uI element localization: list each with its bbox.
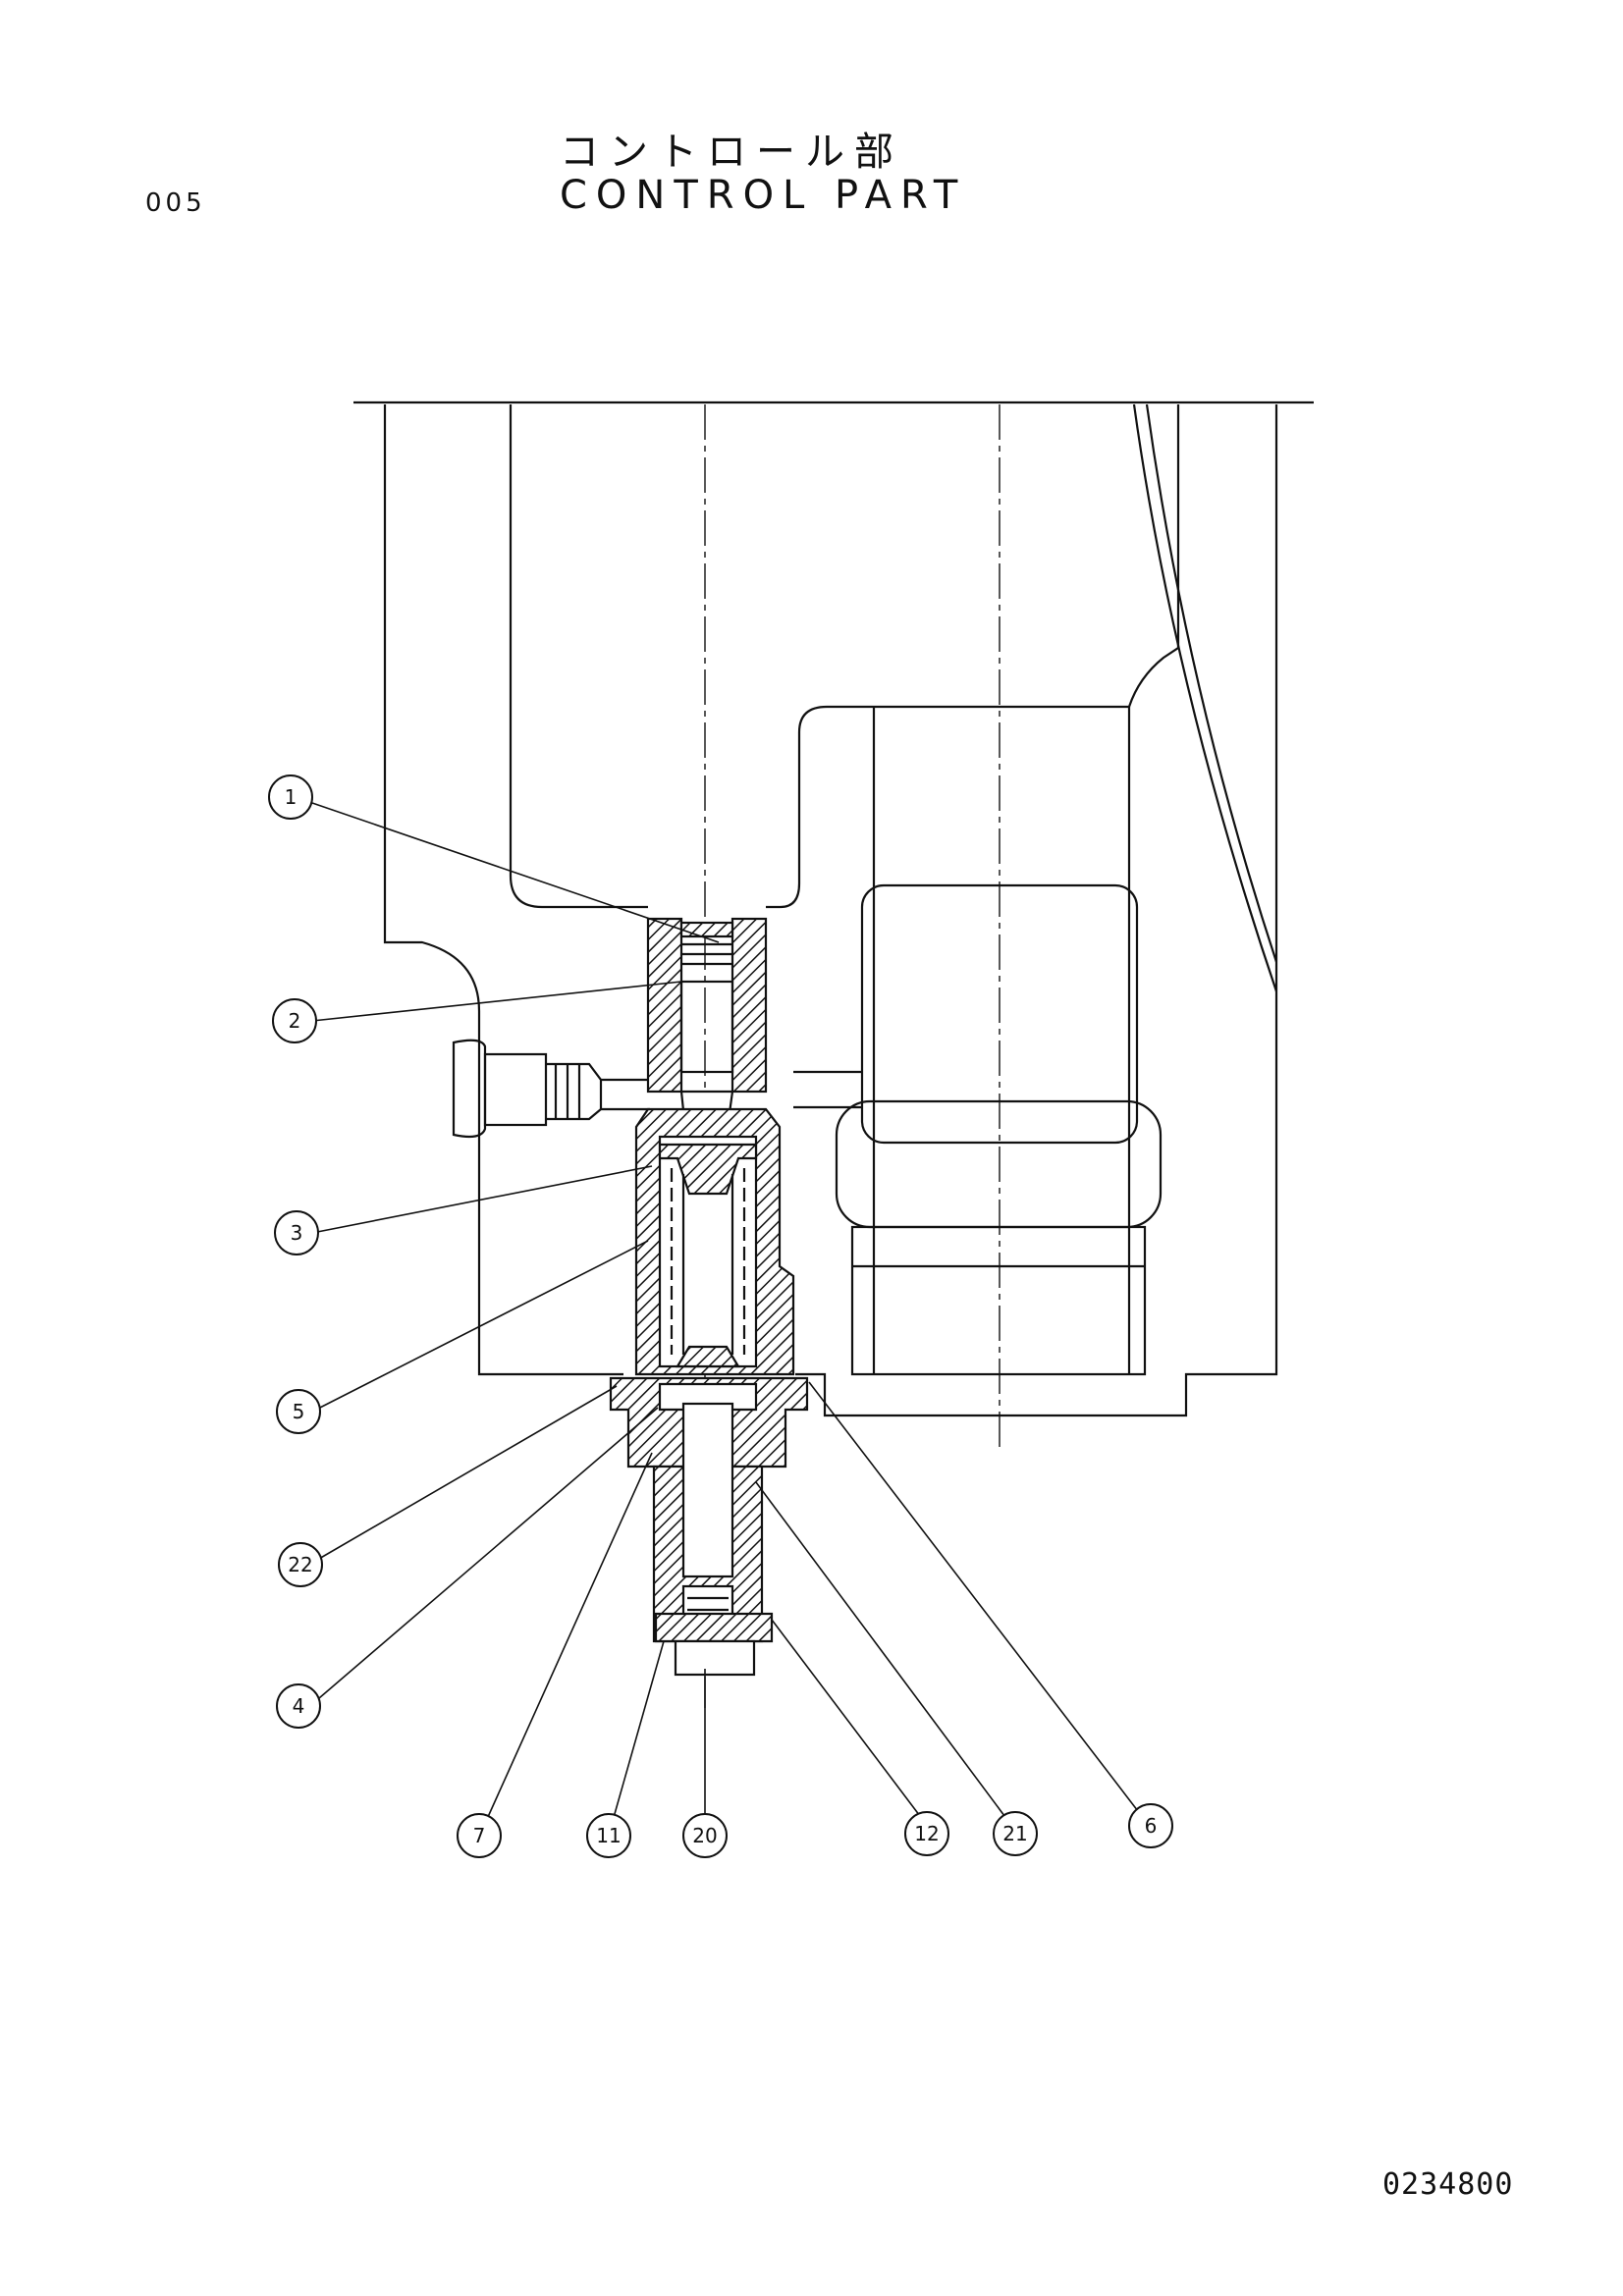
callout-7-label: 7 — [473, 1824, 486, 1847]
callout-7: 7 — [457, 1813, 502, 1858]
callout-5-label: 5 — [293, 1400, 305, 1423]
housing-outline — [353, 400, 1314, 1417]
callout-1: 1 — [268, 774, 313, 820]
valve-assembly — [609, 917, 809, 1677]
callout-5: 5 — [276, 1389, 321, 1434]
drawing-number: 0234800 — [1382, 2167, 1514, 2202]
title-english: CONTROL PART — [560, 173, 967, 218]
callout-22: 22 — [278, 1542, 323, 1587]
callout-balloons: 1 2 3 5 22 4 7 11 20 12 21 6 — [268, 774, 1173, 1858]
callout-6: 6 — [1128, 1803, 1173, 1848]
callout-2: 2 — [272, 998, 317, 1043]
callout-21-label: 21 — [1002, 1822, 1027, 1845]
callout-4: 4 — [276, 1683, 321, 1729]
callout-3: 3 — [274, 1210, 319, 1255]
callout-12: 12 — [904, 1811, 949, 1856]
callout-3-label: 3 — [291, 1221, 303, 1245]
callout-1-label: 1 — [285, 785, 298, 809]
callout-22-label: 22 — [288, 1553, 312, 1576]
callout-20: 20 — [682, 1813, 728, 1858]
callout-11-label: 11 — [596, 1824, 621, 1847]
callout-11: 11 — [586, 1813, 631, 1858]
callout-6-label: 6 — [1145, 1814, 1158, 1838]
callout-12-label: 12 — [914, 1822, 939, 1845]
title-japanese: コントロール部 — [560, 130, 903, 175]
callout-21: 21 — [993, 1811, 1038, 1856]
callout-4-label: 4 — [293, 1694, 305, 1718]
callout-20-label: 20 — [692, 1824, 717, 1847]
callout-2-label: 2 — [289, 1009, 301, 1033]
leader-lines — [311, 802, 1152, 1829]
page-number: 005 — [145, 188, 206, 218]
